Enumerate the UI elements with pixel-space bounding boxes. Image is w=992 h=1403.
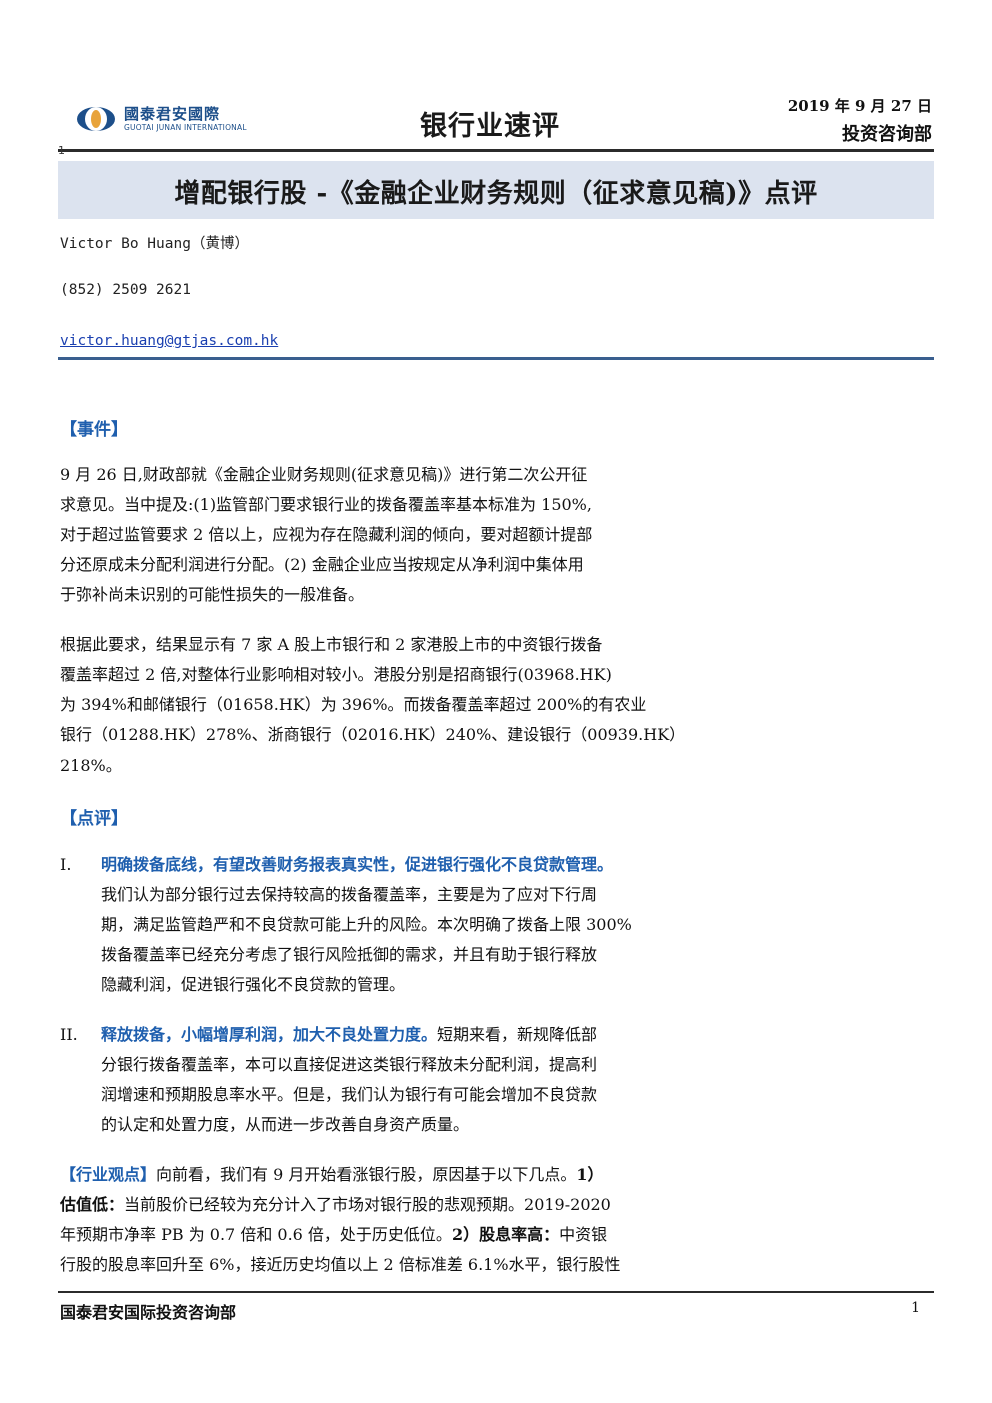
view-line-2: 估值低：当前股价已经较为充分计入了市场对银行股的悲观预期。2019-2020 <box>60 1195 611 1215</box>
footer-organization: 国泰君安国际投资咨询部 <box>60 1303 237 1322</box>
list-item-lead-rest: 短期来看，新规降低部 <box>437 1025 598 1044</box>
list-item-line: 拨备覆盖率已经充分考虑了银行风险抵御的需求，并且有助于银行释放 <box>101 945 598 964</box>
view-line-3: 年预期市净率 PB 为 0.7 倍和 0.6 倍，处于历史低位。2）股息率高：中… <box>60 1225 607 1245</box>
report-type-title: 银行业速评 <box>420 111 560 142</box>
logo-mark-icon <box>77 107 115 131</box>
paragraph-line: 9 月 26 日,财政部就《金融企业财务规则(征求意见稿)》进行第二次公开征 <box>60 465 588 484</box>
paragraph-line: 覆盖率超过 2 倍,对整体行业影响相对较小。港股分别是招商银行(03968.HK… <box>60 665 612 684</box>
list-item-line: 隐藏利润，促进银行强化不良贷款的管理。 <box>101 975 406 994</box>
view-line-4: 行股的股息率回升至 6%，接近历史均值以上 2 倍标准差 6.1%水平，银行股性 <box>60 1255 621 1274</box>
view-line-1: 【行业观点】向前看，我们有 9 月开始看涨银行股，原因基于以下几点。1） <box>60 1165 604 1185</box>
section-heading-event: 【事件】 <box>60 420 128 440</box>
logo-name-cn: 國泰君安國際 <box>124 105 221 123</box>
list-item-line: 期，满足监管趋严和不良贷款可能上升的风险。本次明确了拨备上限 300% <box>101 915 632 934</box>
report-date: 2019 年 9 月 27 日 <box>787 97 932 115</box>
page-marker: 1 <box>58 144 65 157</box>
footer-divider <box>58 1291 934 1293</box>
report-title: 增配银行股 -《金融企业财务规则（征求意见稿)》点评 <box>174 179 818 209</box>
analyst-phone: (852) 2509 2621 <box>60 282 191 298</box>
list-item-lead: 释放拨备，小幅增厚利润，加大不良处置力度。 <box>101 1025 438 1044</box>
section-heading-view: 【行业观点】 <box>60 1165 157 1184</box>
list-item-line: 润增速和预期股息率水平。但是，我们认为银行有可能会增加不良贷款 <box>101 1085 598 1104</box>
paragraph-line: 银行（01288.HK）278%、浙商银行（02016.HK）240%、建设银行… <box>60 725 686 744</box>
paragraph-line: 对于超过监管要求 2 倍以上，应视为存在隐藏利润的倾向，要对超额计提部 <box>60 525 593 544</box>
view-text: 向前看，我们有 9 月开始看涨银行股，原因基于以下几点。 <box>156 1165 577 1184</box>
paragraph-line: 于弥补尚未识别的可能性损失的一般准备。 <box>60 585 365 604</box>
paragraph-line: 218%。 <box>60 756 122 775</box>
list-number: II. <box>60 1025 78 1044</box>
view-point-label: 2）股息率高： <box>451 1225 560 1244</box>
view-text: 中资银 <box>559 1225 608 1244</box>
list-item-line: 分银行拨备覆盖率，本可以直接促进这类银行释放未分配利润，提高利 <box>101 1055 598 1074</box>
analyst-name: Victor Bo Huang（黄博） <box>60 236 249 252</box>
list-number: I. <box>60 855 72 874</box>
paragraph-line: 为 394%和邮储银行（01658.HK）为 396%。而拨备覆盖率超过 200… <box>60 695 647 714</box>
report-department: 投资咨询部 <box>842 124 932 145</box>
header-divider <box>58 149 934 152</box>
title-banner: 增配银行股 -《金融企业财务规则（征求意见稿)》点评 <box>58 161 934 219</box>
analyst-email-link[interactable]: victor.huang@gtjas.com.hk <box>60 333 279 349</box>
view-point-number: 1） <box>576 1165 604 1184</box>
section-heading-comment: 【点评】 <box>60 809 128 829</box>
page-number: 1 <box>911 1300 920 1316</box>
view-text: 年预期市净率 PB 为 0.7 倍和 0.6 倍，处于历史低位。 <box>60 1225 452 1244</box>
view-text: 当前股价已经较为充分计入了市场对银行股的悲观预期。2019-2020 <box>124 1195 611 1214</box>
contact-divider <box>58 357 934 360</box>
paragraph-line: 根据此要求，结果显示有 7 家 A 股上市银行和 2 家港股上市的中资银行拨备 <box>60 635 603 654</box>
paragraph-line: 分还原成未分配利润进行分配。(2) 金融企业应当按规定从净利润中集体用 <box>60 555 584 574</box>
list-item-line: 的认定和处置力度，从而进一步改善自身资产质量。 <box>101 1115 470 1134</box>
logo-name-en: GUOTAI JUNAN INTERNATIONAL <box>124 123 247 132</box>
company-logo: 國泰君安國際 GUOTAI JUNAN INTERNATIONAL <box>76 103 266 135</box>
paragraph-line: 求意见。当中提及:(1)监管部门要求银行业的拨备覆盖率基本标准为 150%, <box>60 495 592 514</box>
view-point-label: 估值低： <box>60 1195 125 1214</box>
list-item-line: 我们认为部分银行过去保持较高的拨备覆盖率，主要是为了应对下行周 <box>101 885 598 904</box>
list-item-lead: 明确拨备底线，有望改善财务报表真实性，促进银行强化不良贷款管理。 <box>101 855 614 874</box>
list-item-lead-line: 释放拨备，小幅增厚利润，加大不良处置力度。短期来看，新规降低部 <box>101 1025 597 1045</box>
